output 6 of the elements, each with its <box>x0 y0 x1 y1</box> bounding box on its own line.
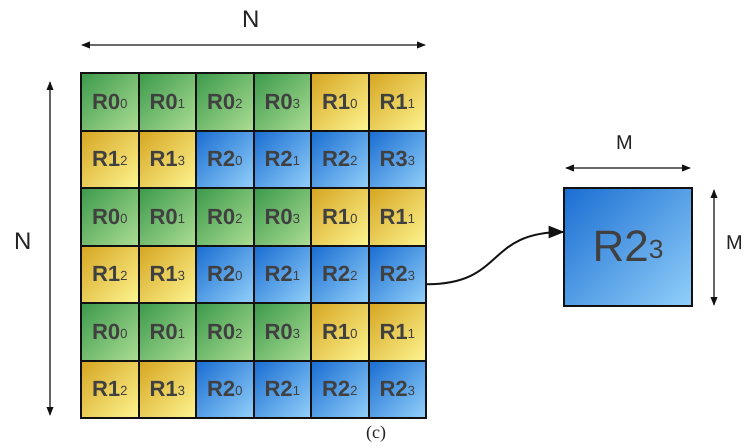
dimension-label: M <box>726 232 743 255</box>
caption-label: (c) <box>366 422 386 443</box>
dimension-label: N <box>242 6 260 34</box>
arrow <box>426 226 565 286</box>
dimension-label: N <box>14 228 32 256</box>
dimension-label: M <box>616 132 633 155</box>
